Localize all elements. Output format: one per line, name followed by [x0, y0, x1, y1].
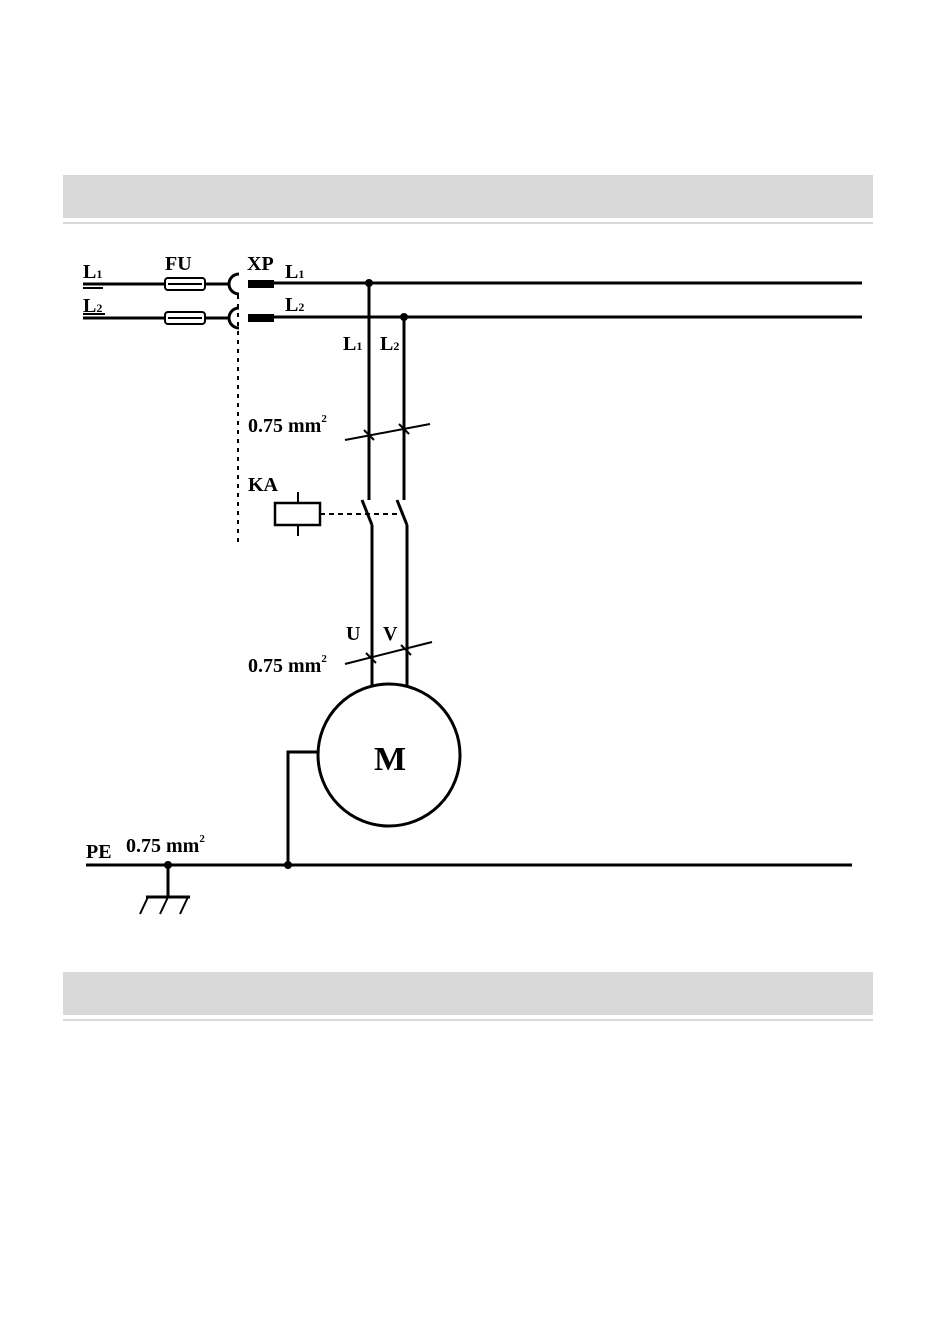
- label-cable-lower: 0.75 mm2: [248, 653, 327, 677]
- label-l1-output: L1: [285, 261, 304, 283]
- contact-1-blade: [362, 500, 372, 525]
- ground-hatch-1: [140, 897, 148, 914]
- ground-hatch-3: [180, 897, 188, 914]
- plug-pin-2-icon: [248, 314, 274, 322]
- relay-coil-icon: [275, 503, 320, 525]
- label-l2-input: L2: [83, 295, 102, 317]
- label-phase-u: U: [346, 623, 360, 645]
- label-l2-output: L2: [285, 294, 304, 316]
- label-pe: PE: [86, 841, 112, 863]
- label-plug: XP: [247, 253, 274, 275]
- label-fuse: FU: [165, 253, 192, 275]
- socket-1-icon: [229, 274, 239, 294]
- label-drop-l1: L1: [343, 333, 362, 355]
- label-phase-v: V: [383, 623, 398, 645]
- cable-upper-slash: [345, 424, 430, 440]
- contact-2-blade: [397, 500, 407, 525]
- plug-pin-1-icon: [248, 280, 274, 288]
- label-cable-upper: 0.75 mm2: [248, 413, 327, 437]
- label-motor: M: [374, 741, 406, 778]
- label-l1-input: L1: [83, 261, 102, 283]
- label-relay: KA: [248, 474, 279, 496]
- label-drop-l2: L2: [380, 333, 399, 355]
- motor-ground-lead: [288, 752, 318, 865]
- ground-hatch-2: [160, 897, 168, 914]
- cable-lower-slash: [345, 642, 432, 664]
- label-cable-pe: 0.75 mm2: [126, 833, 205, 857]
